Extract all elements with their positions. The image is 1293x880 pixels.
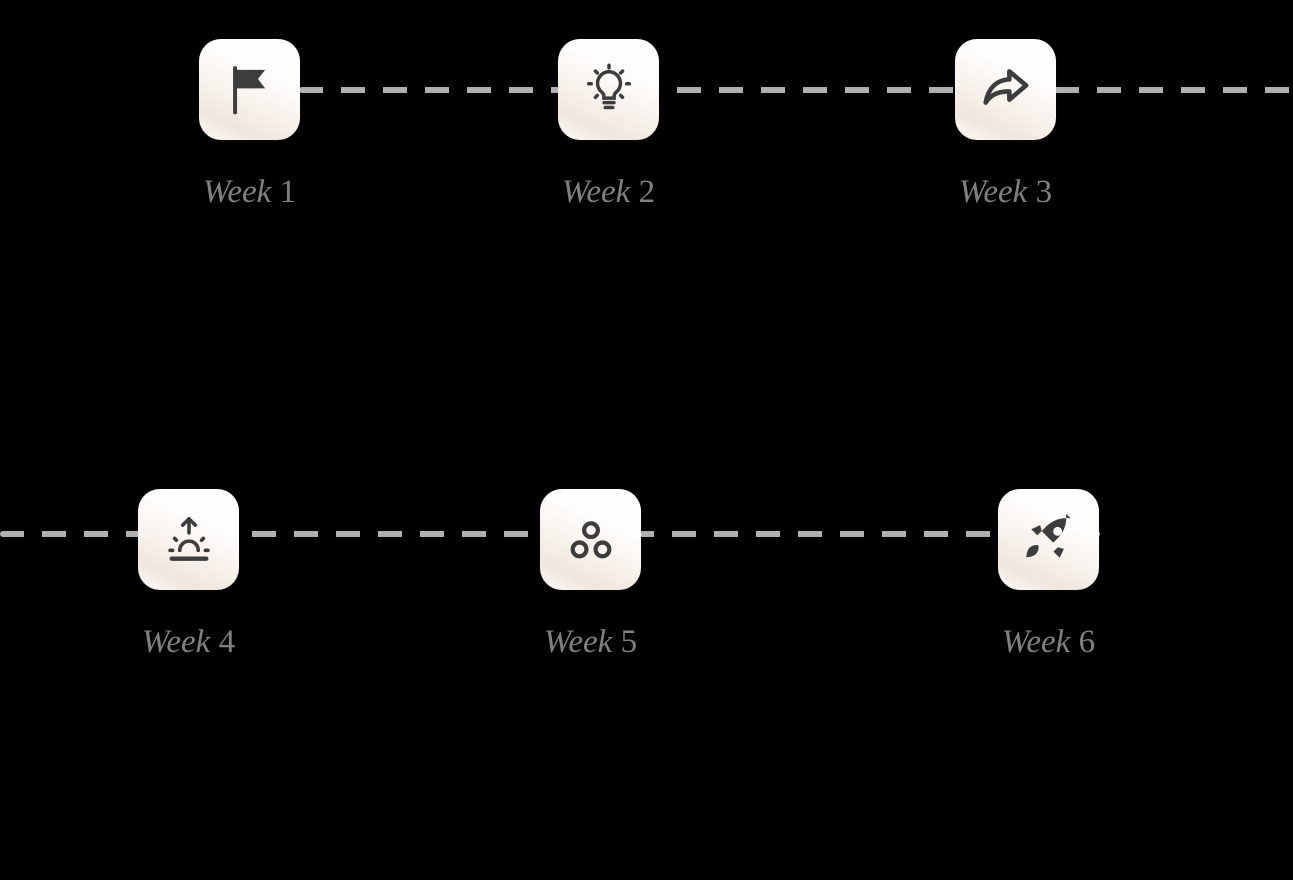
week-4-icon-tile[interactable]: [138, 489, 239, 590]
week-4-label-word: Week: [141, 624, 211, 660]
week-5-label-word: Week: [543, 624, 613, 660]
week-4-label: Week 4: [19, 626, 359, 659]
lightbulb-icon: [581, 62, 637, 118]
week-2-label-word: Week: [561, 174, 631, 210]
row-1-dashed-connector: [299, 87, 1293, 93]
week-1-label-word: Week: [202, 174, 272, 210]
share-arrow-icon: [977, 61, 1035, 119]
flag-icon: [222, 62, 278, 118]
week-3-label-number: 3: [1027, 174, 1053, 210]
week-5-label-number: 5: [612, 624, 638, 660]
week-6-label: Week 6: [879, 626, 1219, 659]
week-2-icon-tile[interactable]: [558, 39, 659, 140]
week-3-label: Week 3: [836, 176, 1176, 209]
week-4-label-number: 4: [210, 624, 236, 660]
week-5-icon-tile[interactable]: [540, 489, 641, 590]
week-1-label-number: 1: [271, 174, 297, 210]
week-2-label-number: 2: [630, 174, 656, 210]
week-1-label: Week 1: [80, 176, 420, 209]
week-3-label-word: Week: [958, 174, 1028, 210]
rocket-icon: [1021, 512, 1077, 568]
week-2-label: Week 2: [439, 176, 779, 209]
week-6-label-word: Week: [1001, 624, 1071, 660]
week-6-label-number: 6: [1070, 624, 1096, 660]
week-3-icon-tile[interactable]: [955, 39, 1056, 140]
week-5-label: Week 5: [421, 626, 761, 659]
week-6-icon-tile[interactable]: [998, 489, 1099, 590]
three-circles-icon: [566, 515, 616, 565]
sunrise-icon: [162, 513, 216, 567]
week-1-icon-tile[interactable]: [199, 39, 300, 140]
